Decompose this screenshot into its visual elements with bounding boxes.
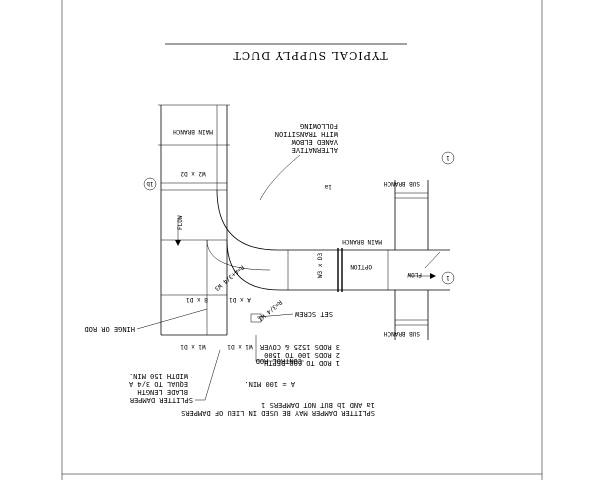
alt-elbow-line-2: VANED ELBOW (291, 138, 338, 146)
rods-note-line-3: 3 RODS 1525 & COVER (259, 343, 340, 351)
flow-left-label: FLOW (177, 215, 184, 230)
main-branch-top-label: MAIN BRANCH (173, 128, 213, 135)
callout-1-top-circle (441, 151, 455, 165)
rods-note-line-1: 1 ROD TO 600 DEPTH (264, 359, 340, 367)
main-branch-right-label: MAIN BRANCH (342, 238, 382, 245)
b-d1-label: B x D1 (186, 296, 208, 303)
sub-branch-top-label: SUB BRANCH (383, 330, 420, 337)
callout-1a: 1a (324, 183, 332, 190)
drawing-title: TYPICAL SUPPLY DUCT (232, 49, 387, 62)
w2-d2-label: W2 x D2 (180, 170, 206, 177)
r-small-label: R=3/4 W1 (256, 298, 283, 322)
splitter-leader (195, 349, 221, 401)
callout-1b-circle (143, 177, 157, 191)
rods-note-line-2: 2 RODS 100 TO 1500 (264, 351, 340, 359)
footer-note-line-2: 1a AND 1b BUT NOT DAMPERS 1 (261, 401, 375, 409)
elbow-vane (206, 239, 271, 271)
hinge-leader (136, 308, 208, 330)
flow-right-arrowhead (430, 273, 436, 279)
w3-d3-label: W3 x D3 (317, 252, 324, 278)
sub-branch-bottom-label: SUB BRANCH (383, 180, 420, 187)
elbow-outer-curve (216, 189, 288, 251)
alt-elbow-leader (259, 154, 301, 201)
alt-elbow-line-4: FOLLOWING (300, 122, 338, 130)
w1-d1-label: W1 x D1 (227, 343, 253, 350)
control-rod-leader (255, 335, 304, 362)
set-screw-label: SET SCREW (294, 310, 333, 318)
set-screw-leader (256, 313, 294, 318)
flow-left-arrowhead (175, 240, 181, 246)
splitter-note-line-1: SPLITTER DAMPER (129, 396, 193, 404)
flow-right-label: FLOW (407, 271, 422, 278)
splitter-note-line-4: WIDTH 150 MIN. (129, 372, 188, 380)
callout-1-bottom: 1 (446, 274, 450, 281)
a-d1-label: A x D1 (229, 296, 251, 303)
callout-1-top: 1 (446, 154, 450, 161)
elbow-inner-curve (226, 239, 281, 291)
callout-1b: 1b (146, 180, 154, 187)
a-min-note: A = 100 MIN. (244, 380, 295, 388)
splitter-note-line-3: EQUAL TO 3/4 A (128, 380, 188, 388)
option-label: OPTION (350, 263, 372, 270)
rotated-detail: TYPICAL SUPPLY DUCT SPLITTER DAMPER MAY … (84, 43, 455, 417)
alt-elbow-line-1: ALTERNATIVE (292, 146, 338, 154)
callout-1-bottom-circle (441, 271, 455, 285)
footer-note-line-1: SPLITTER DAMPER MAY BE USED IN LIEU OF D… (181, 409, 375, 417)
splitter-note-line-2: BLADE LENGTH (137, 388, 188, 396)
w1-d1-label-2: W1 x D1 (180, 343, 206, 350)
hinge-label: HINGE OR ROD (84, 325, 135, 333)
set-screw-glyph (250, 313, 262, 323)
option-hatch (424, 251, 441, 269)
alt-elbow-line-3: WITH TRANSITION (275, 130, 338, 138)
